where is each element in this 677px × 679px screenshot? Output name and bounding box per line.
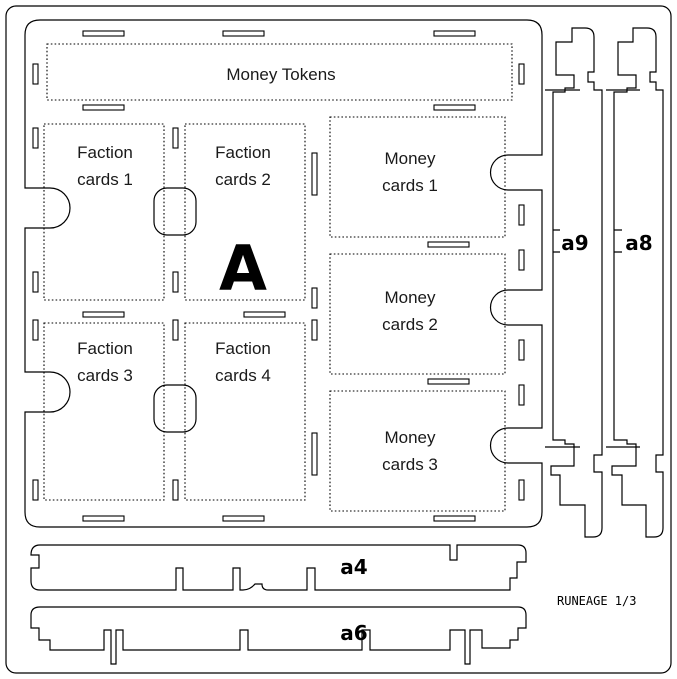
divider-notch-upper xyxy=(153,187,197,236)
compartment-money-3 xyxy=(329,390,506,512)
label-faction-1-line2: cards 1 xyxy=(77,170,133,189)
sheet-letter: A xyxy=(219,232,267,305)
label-money-1-line2: cards 1 xyxy=(382,176,438,195)
tray-outline xyxy=(24,19,543,528)
divider-notch-lower xyxy=(153,384,197,433)
part-a8-outline xyxy=(611,27,664,538)
label-money-2-line2: cards 2 xyxy=(382,315,438,334)
compartment-faction-4 xyxy=(184,322,306,501)
part-a6-label: a6 xyxy=(340,621,367,645)
label-faction-2-line2: cards 2 xyxy=(215,170,271,189)
part-a9-label: a9 xyxy=(561,231,588,255)
slots xyxy=(32,30,525,522)
part-a8-ticks xyxy=(614,229,622,253)
label-money-tokens: Money Tokens xyxy=(226,65,335,84)
part-a9-outline xyxy=(550,27,603,538)
label-money-3-line1: Money xyxy=(384,428,436,447)
part-a6-outline xyxy=(30,606,527,665)
part-a8-cut-lines xyxy=(606,89,640,448)
compartment-money-1 xyxy=(329,116,506,238)
compartment-faction-3 xyxy=(43,322,165,501)
part-a9-ticks xyxy=(553,229,560,253)
part-a4-label: a4 xyxy=(340,555,367,579)
label-money-2-line1: Money xyxy=(384,288,436,307)
compartment-money-tokens xyxy=(46,43,513,101)
sheet-id-code: RUNEAGE 1/3 xyxy=(557,594,636,608)
label-faction-3-line2: cards 3 xyxy=(77,366,133,385)
sheet-border xyxy=(5,5,672,674)
part-a4-outline xyxy=(30,544,527,591)
label-faction-4-line1: Faction xyxy=(215,339,271,358)
label-faction-2-line1: Faction xyxy=(215,143,271,162)
part-a8-label: a8 xyxy=(625,231,652,255)
part-a9-cut-lines xyxy=(545,89,580,448)
label-faction-1-line1: Faction xyxy=(77,143,133,162)
compartment-money-2 xyxy=(329,253,506,375)
label-money-3-line2: cards 3 xyxy=(382,455,438,474)
label-money-1-line1: Money xyxy=(384,149,436,168)
label-faction-3-line1: Faction xyxy=(77,339,133,358)
label-faction-4-line2: cards 4 xyxy=(215,366,271,385)
